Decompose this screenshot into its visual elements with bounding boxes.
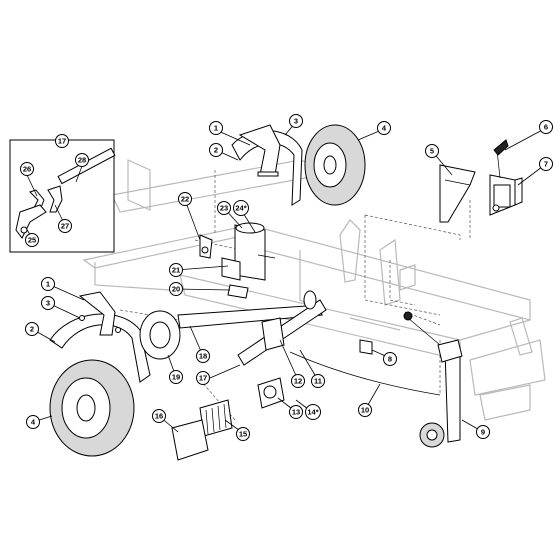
svg-text:16: 16 bbox=[155, 412, 163, 421]
callout-25: 25 bbox=[25, 233, 39, 247]
callout-6: 6 bbox=[539, 120, 553, 134]
svg-text:26: 26 bbox=[23, 165, 31, 174]
svg-text:13: 13 bbox=[292, 408, 300, 417]
svg-text:10: 10 bbox=[361, 406, 369, 415]
svg-text:12: 12 bbox=[294, 377, 302, 386]
callout-9: 9 bbox=[476, 425, 490, 439]
callout-7: 7 bbox=[539, 157, 553, 171]
svg-text:14*: 14* bbox=[307, 408, 318, 417]
callout-5: 5 bbox=[425, 144, 439, 158]
callout-2-left: 2 bbox=[25, 322, 39, 336]
callout-1-top: 1 bbox=[209, 121, 223, 135]
svg-text:7: 7 bbox=[544, 160, 548, 169]
clip-part-8 bbox=[359, 339, 373, 355]
callout-20: 20 bbox=[169, 282, 183, 296]
callout-15: 15 bbox=[236, 427, 250, 441]
callout-16: 16 bbox=[152, 409, 166, 423]
axle-part-18 bbox=[177, 304, 323, 329]
callout-1-left: 1 bbox=[41, 277, 55, 291]
callout-3-left: 3 bbox=[41, 296, 55, 310]
svg-text:24*: 24* bbox=[235, 204, 246, 213]
svg-text:5: 5 bbox=[430, 147, 434, 156]
callout-23: 23 bbox=[217, 201, 231, 215]
svg-text:11: 11 bbox=[314, 377, 322, 386]
svg-text:2: 2 bbox=[214, 146, 218, 155]
callout-4-top: 4 bbox=[377, 121, 391, 135]
callout-2-top: 2 bbox=[209, 143, 223, 157]
wedge-part-5 bbox=[439, 164, 476, 223]
svg-text:18: 18 bbox=[199, 352, 207, 361]
svg-text:3: 3 bbox=[46, 299, 50, 308]
callout-18: 18 bbox=[196, 349, 210, 363]
callout-12: 12 bbox=[291, 374, 305, 388]
svg-text:1: 1 bbox=[46, 280, 50, 289]
brake-parts bbox=[171, 377, 285, 461]
svg-text:1: 1 bbox=[214, 124, 218, 133]
valve-assembly bbox=[489, 139, 523, 216]
svg-text:2: 2 bbox=[30, 325, 34, 334]
svg-text:17: 17 bbox=[58, 137, 66, 146]
svg-text:27: 27 bbox=[61, 222, 69, 231]
callout-17-inset: 17 bbox=[55, 134, 69, 148]
svg-text:15: 15 bbox=[239, 430, 247, 439]
gear-part-15 bbox=[199, 399, 233, 437]
callout-13: 13 bbox=[289, 405, 303, 419]
callout-11: 11 bbox=[311, 374, 325, 388]
callout-22: 22 bbox=[178, 192, 192, 206]
callout-8: 8 bbox=[383, 352, 397, 366]
callout-28: 28 bbox=[75, 153, 89, 167]
svg-text:17: 17 bbox=[199, 374, 207, 383]
svg-text:6: 6 bbox=[544, 123, 548, 132]
svg-text:21: 21 bbox=[172, 266, 180, 275]
bracket-part-27 bbox=[47, 185, 63, 213]
svg-text:4: 4 bbox=[31, 418, 36, 427]
svg-text:8: 8 bbox=[388, 355, 392, 364]
top-wheel-assembly bbox=[231, 124, 366, 206]
callout-19: 19 bbox=[169, 370, 183, 384]
svg-text:4: 4 bbox=[382, 124, 387, 133]
callout-27: 27 bbox=[58, 219, 72, 233]
svg-text:19: 19 bbox=[172, 373, 180, 382]
callout-17-main: 17 bbox=[196, 371, 210, 385]
svg-text:20: 20 bbox=[172, 285, 180, 294]
callout-14: 14* bbox=[305, 404, 321, 420]
inset-box bbox=[9, 139, 116, 253]
left-wheel-assembly bbox=[49, 291, 151, 457]
center-bracket bbox=[199, 222, 276, 299]
callout-26: 26 bbox=[20, 162, 34, 176]
callout-3-top: 3 bbox=[289, 114, 303, 128]
svg-text:3: 3 bbox=[294, 117, 298, 126]
callout-10: 10 bbox=[358, 403, 372, 417]
svg-text:28: 28 bbox=[78, 156, 86, 165]
callout-24: 24* bbox=[233, 200, 249, 216]
svg-text:22: 22 bbox=[181, 195, 189, 204]
svg-text:9: 9 bbox=[481, 428, 485, 437]
svg-text:23: 23 bbox=[220, 204, 228, 213]
pedal-lever bbox=[289, 311, 463, 448]
callout-21: 21 bbox=[169, 263, 183, 277]
cover-part-16 bbox=[171, 419, 209, 461]
left-fender-bracket bbox=[78, 291, 116, 336]
callout-4-left: 4 bbox=[26, 415, 40, 429]
svg-text:25: 25 bbox=[28, 236, 36, 245]
hub-axle bbox=[139, 290, 327, 366]
